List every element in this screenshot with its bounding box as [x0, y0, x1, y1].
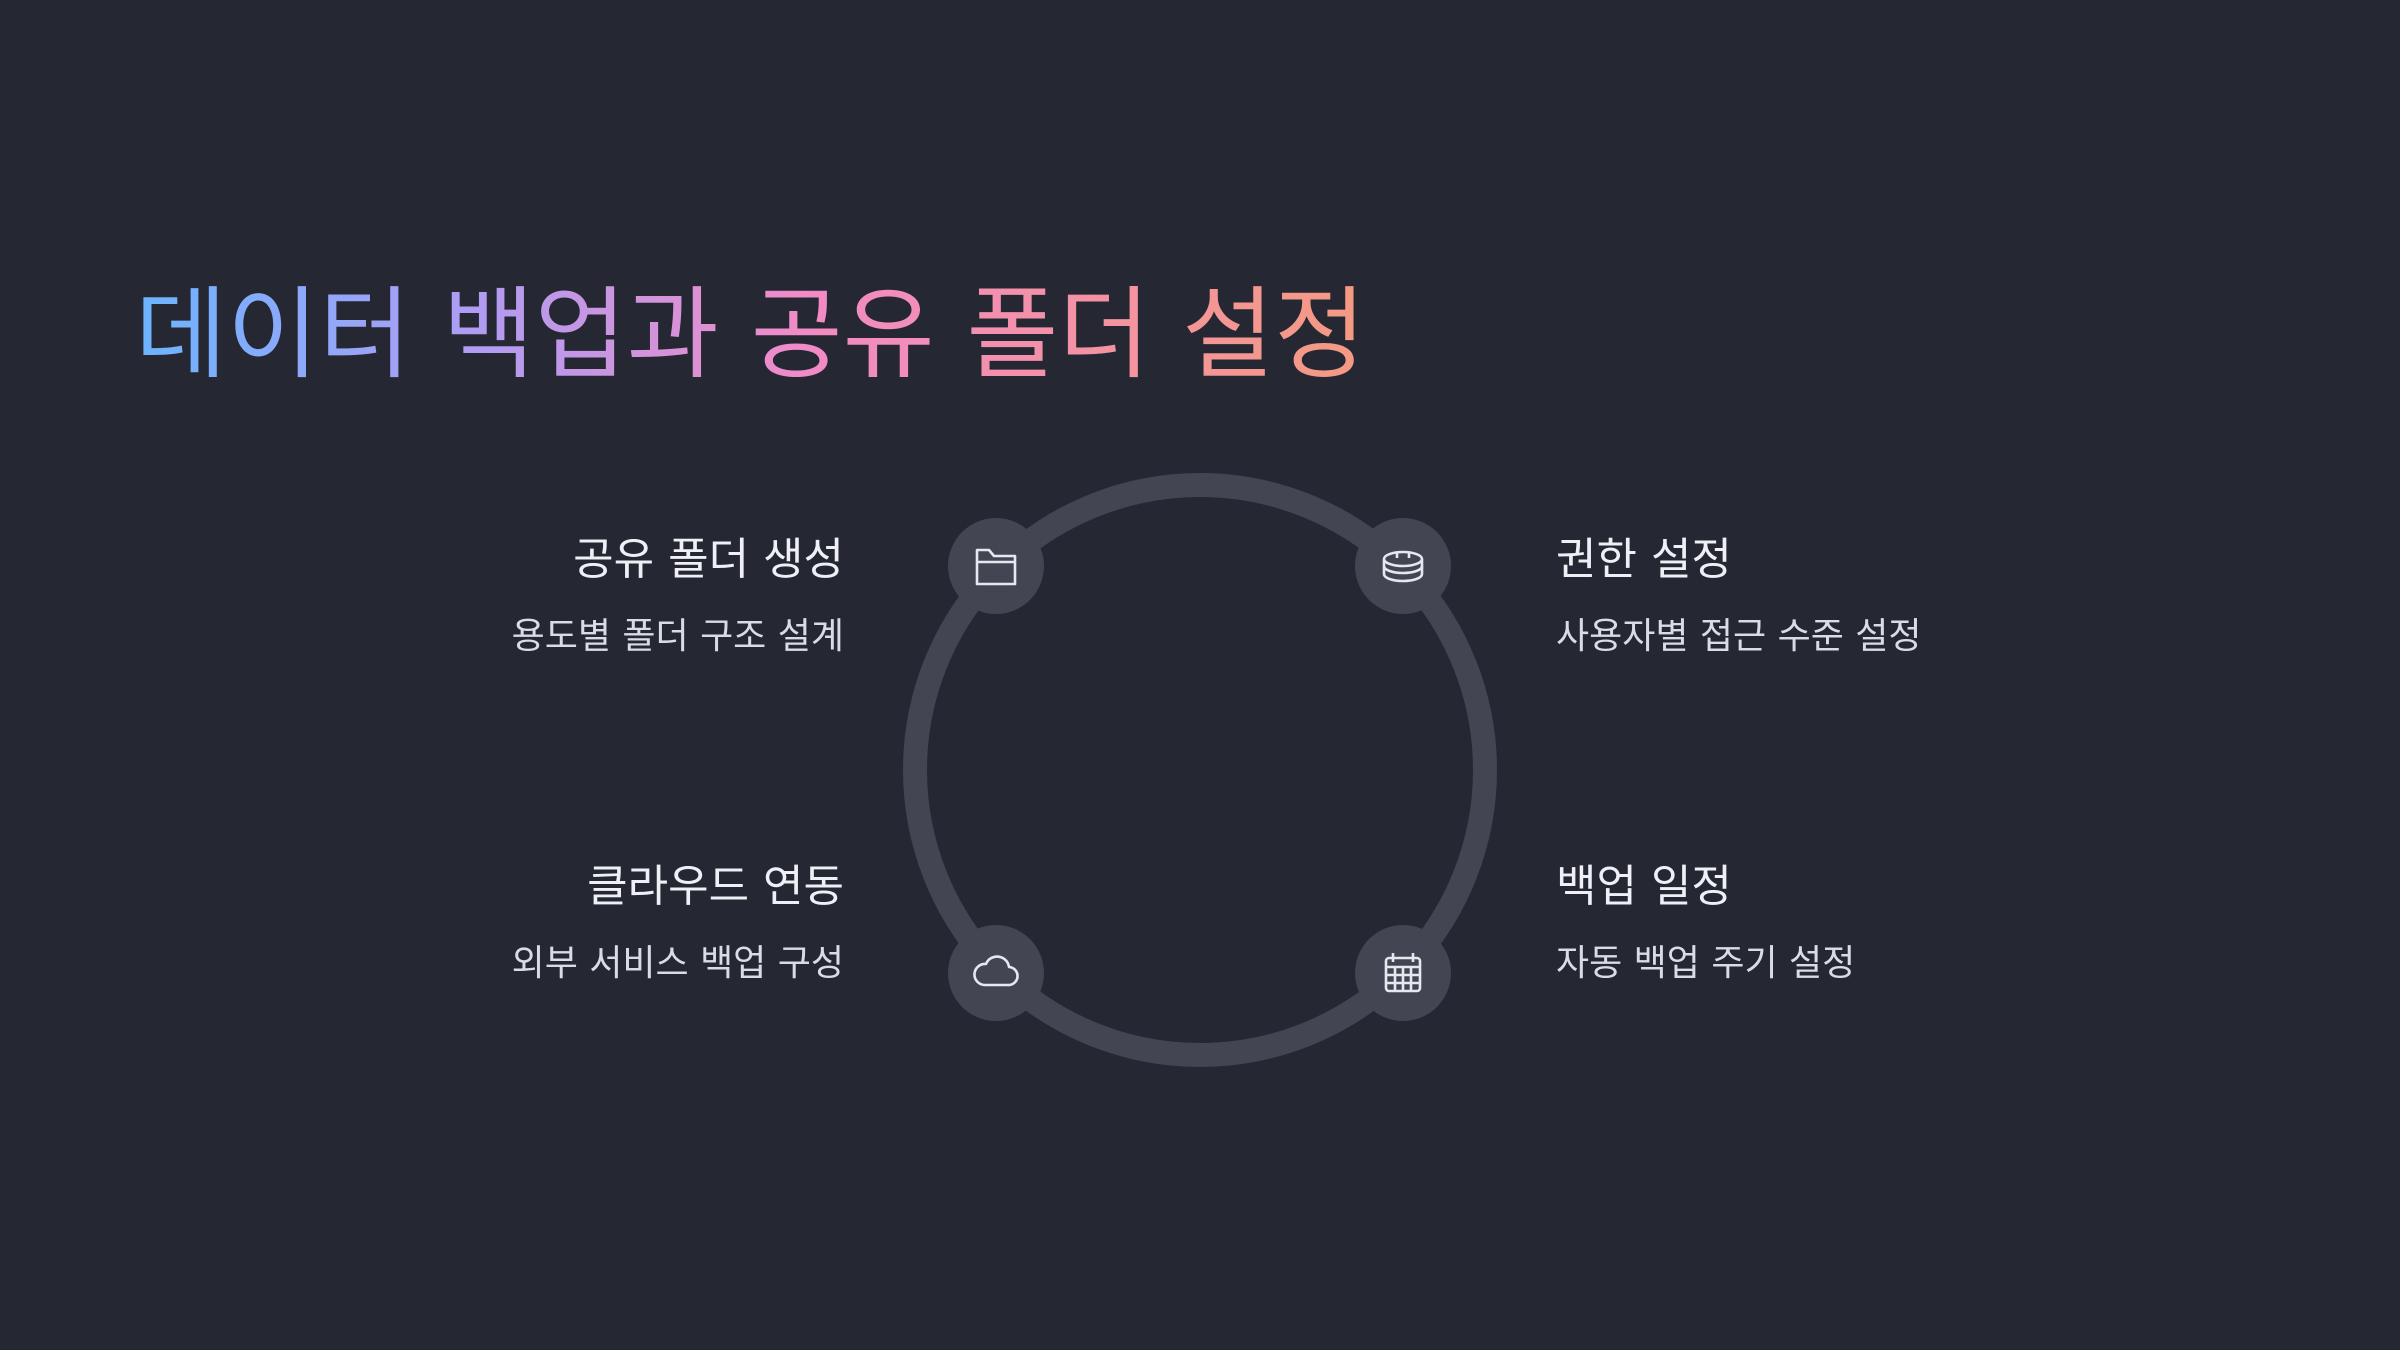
- folder-icon: [975, 548, 1017, 586]
- node-database: [1355, 518, 1451, 614]
- step-create-shared-folder: 공유 폴더 생성 용도별 폴더 구조 설계: [512, 530, 844, 662]
- step-title: 공유 폴더 생성: [573, 534, 844, 585]
- step-description: 자동 백업 주기 설정: [1556, 943, 1856, 984]
- step-description: 외부 서비스 백업 구성: [511, 943, 844, 984]
- cycle-ring: [903, 473, 1497, 1067]
- node-cloud: [948, 925, 1044, 1021]
- step-description: 사용자별 접근 수준 설정: [1556, 616, 1922, 657]
- calendar-icon: [1384, 953, 1422, 993]
- step-title: 클라우드 연동: [587, 861, 844, 912]
- step-description: 용도별 폴더 구조 설계: [511, 616, 844, 657]
- step-permission-settings: 권한 설정 사용자별 접근 수준 설정: [1556, 530, 1922, 662]
- cloud-icon: [973, 955, 1019, 987]
- node-calendar: [1355, 925, 1451, 1021]
- node-folder: [948, 518, 1044, 614]
- database-icon: [1382, 550, 1424, 583]
- step-title: 백업 일정: [1556, 861, 1732, 912]
- step-backup-schedule: 백업 일정 자동 백업 주기 설정: [1556, 857, 1855, 989]
- step-cloud-integration: 클라우드 연동 외부 서비스 백업 구성: [512, 857, 844, 989]
- page-title: 데이터 백업과 공유 폴더 설정: [135, 270, 1366, 400]
- step-title: 권한 설정: [1556, 534, 1732, 585]
